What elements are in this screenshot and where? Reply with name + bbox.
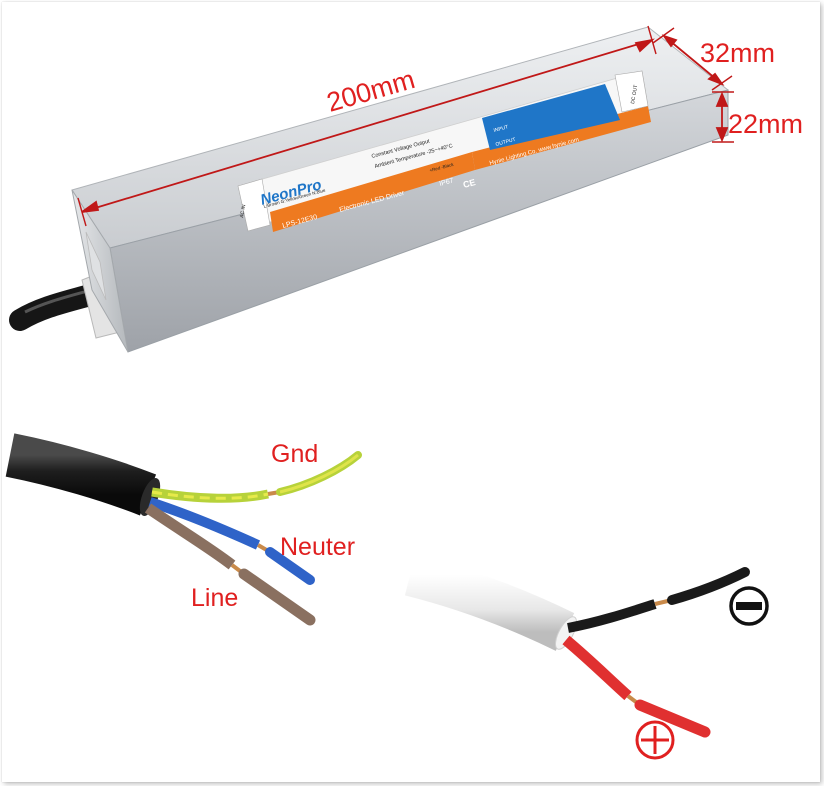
- negative-wire: [567, 599, 657, 633]
- dc-wires-text: +Red -Black: [429, 162, 455, 173]
- spec-output-label: OUTPUT: [495, 137, 516, 148]
- height-label: 22mm: [728, 109, 803, 139]
- rating-text: IP67: [439, 177, 455, 188]
- led-driver: NeonPro LPS-12E30 Electronic LED Driver …: [9, 26, 730, 353]
- dc-cable-sheath: [404, 554, 575, 651]
- ac-cable: [5, 433, 362, 626]
- spec-input-label: INPUT: [493, 124, 509, 134]
- neutral-label: Neuter: [280, 533, 355, 561]
- ac-in-text: AC IN: [239, 204, 247, 219]
- plus-symbol: [635, 720, 675, 760]
- minus-symbol: [729, 586, 769, 626]
- width-label: 32mm: [700, 38, 775, 68]
- dimension-lines: [77, 25, 734, 227]
- line-label: Line: [191, 584, 238, 612]
- positive-wire: [562, 635, 632, 701]
- ac-cable-sheath: [5, 433, 157, 516]
- gnd-label: Gnd: [271, 440, 318, 468]
- ce-mark: CE: [462, 177, 477, 190]
- line-wire: [144, 503, 236, 570]
- product-label: NeonPro LPS-12E30 Electronic LED Driver …: [237, 70, 651, 232]
- length-dimension-line: [81, 39, 653, 213]
- dc-cable: [404, 554, 750, 738]
- neutral-wire: [148, 497, 261, 550]
- dc-out-text: DC OUT: [630, 84, 639, 104]
